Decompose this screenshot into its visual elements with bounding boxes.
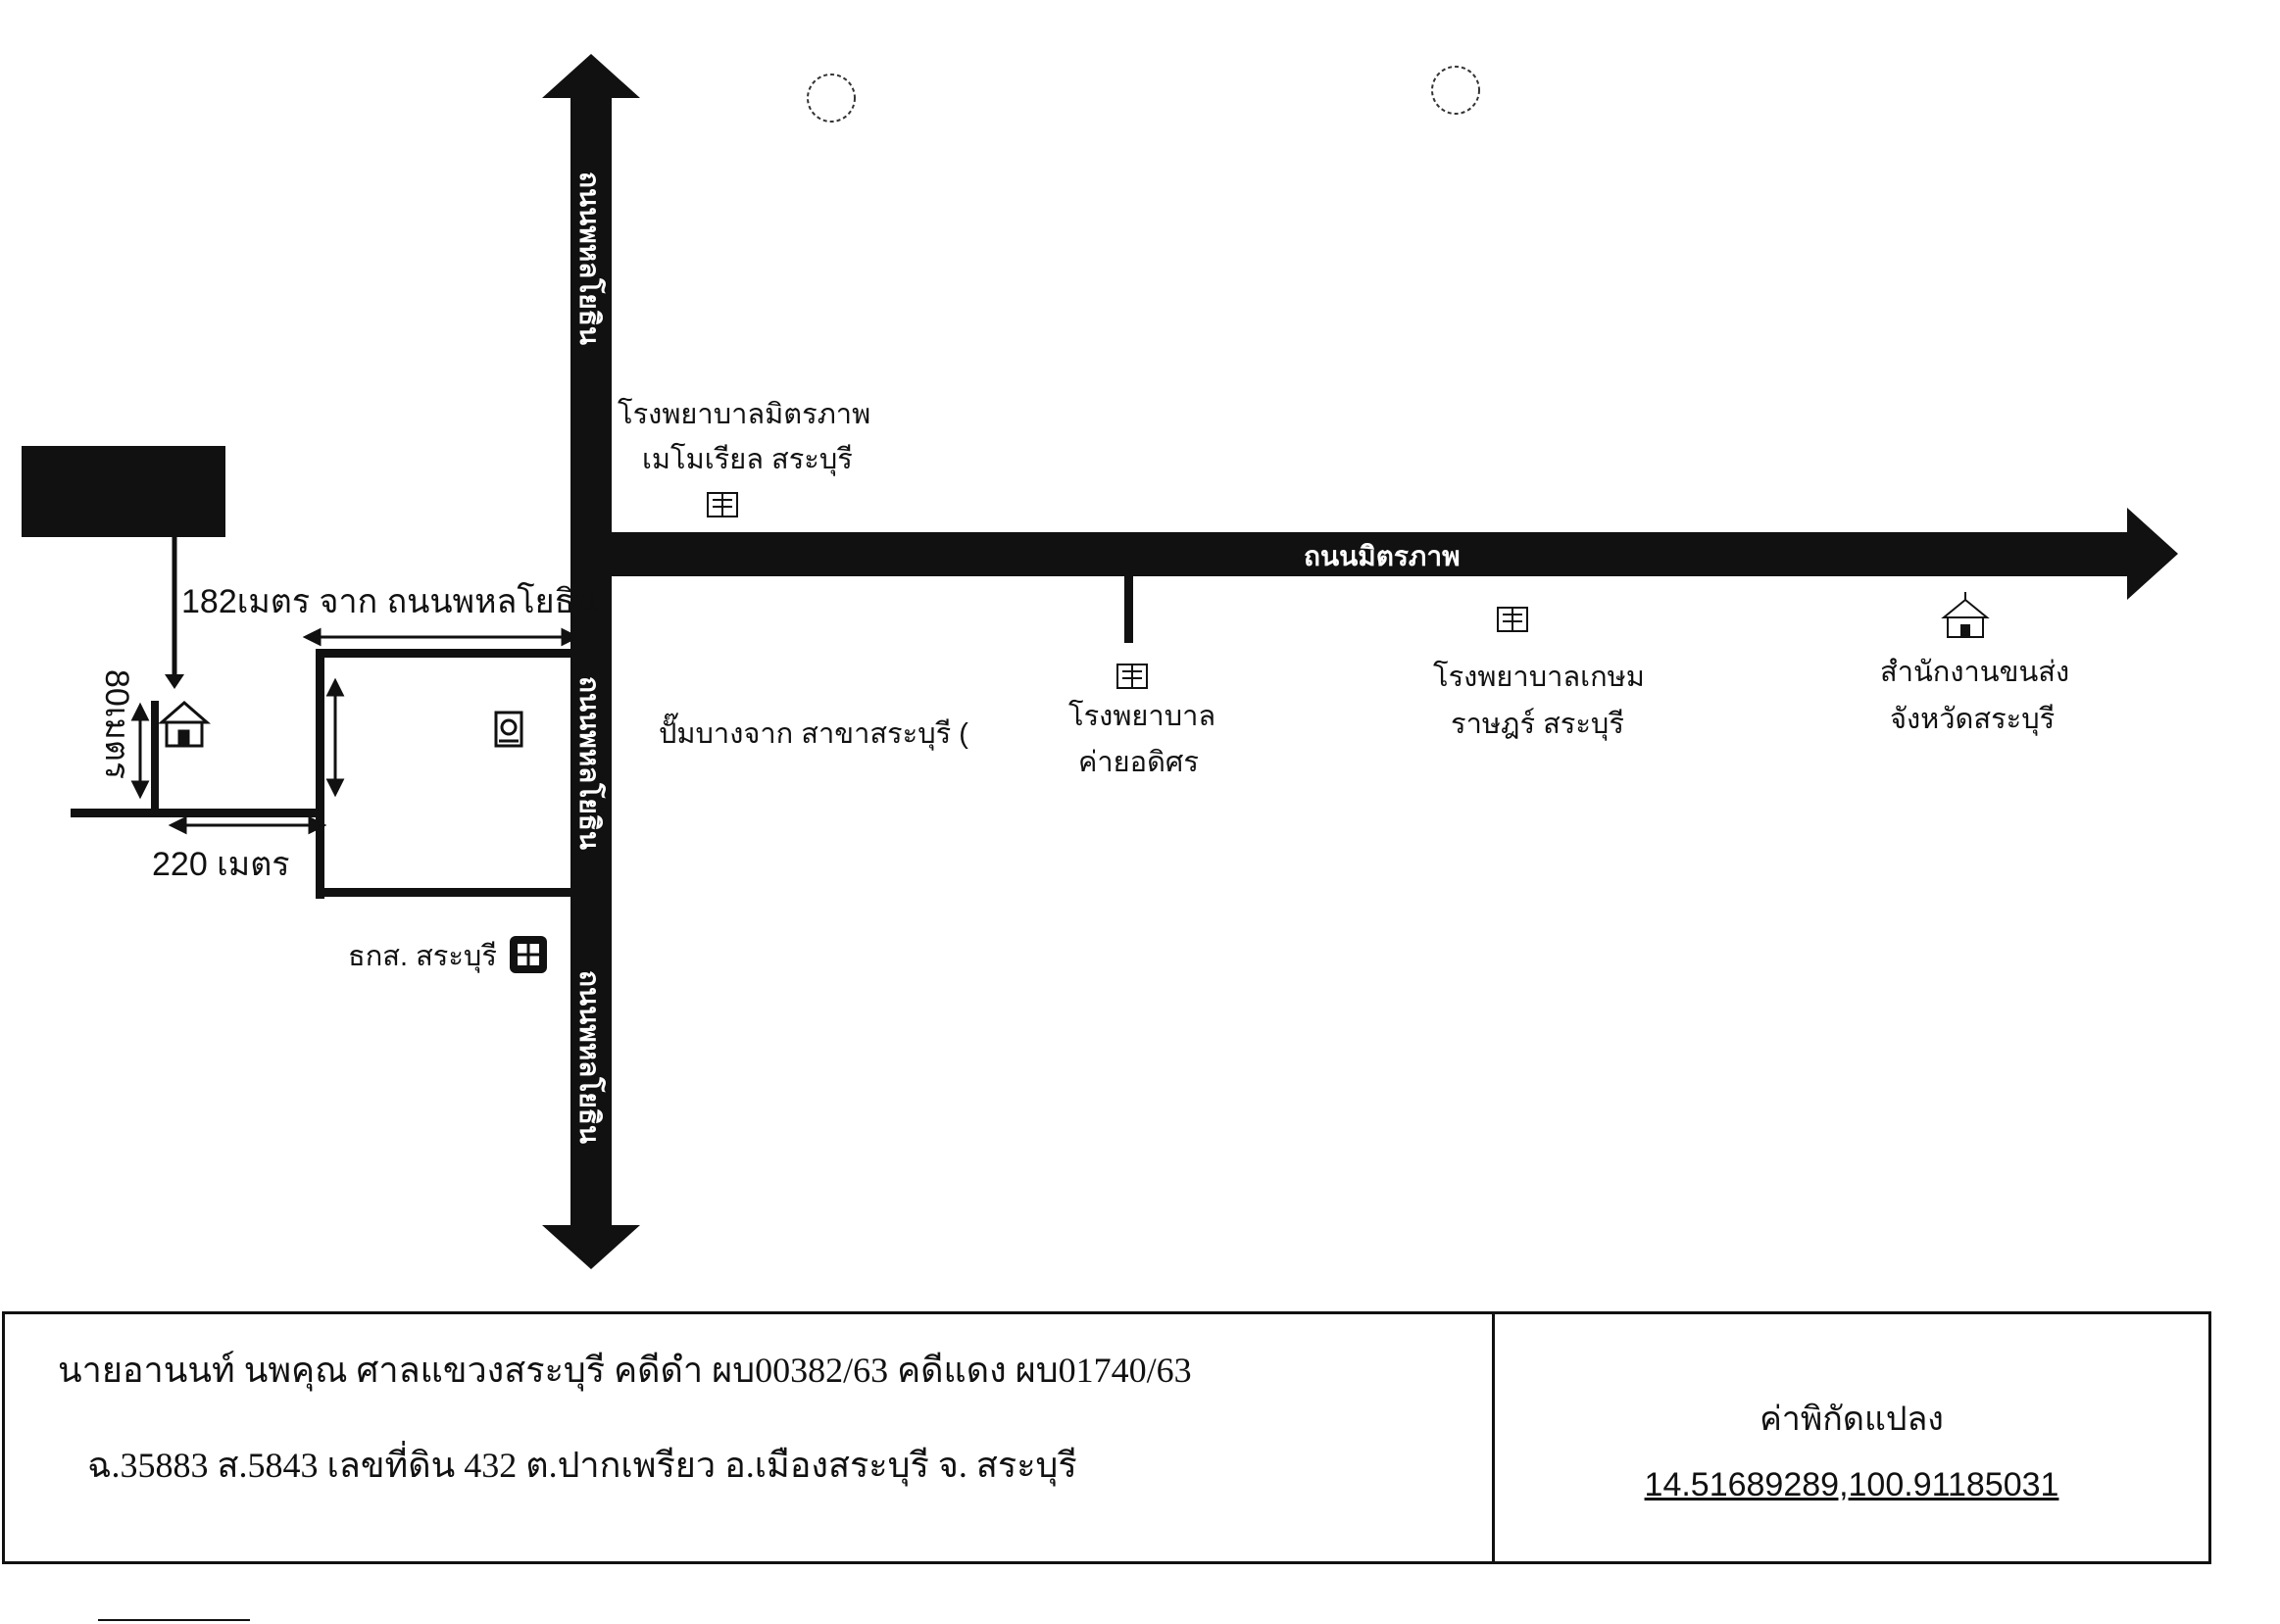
info-table: นายอานนท์ นพคุณ ศาลแขวงสระบุรี คดีดำ ผบ0… <box>2 1311 2211 1564</box>
phahonyothin-road <box>570 98 612 1225</box>
location-box-icon <box>22 446 225 537</box>
coord-cell: ค่าพิกัดแปลง 14.51689289,100.91185031 <box>1495 1314 2208 1561</box>
punch-hole-left <box>807 74 856 123</box>
coord-title: ค่าพิกัดแปลง <box>1760 1400 1944 1438</box>
distance-from-road-label: 182เมตร จาก ถนนพหลโยธิน <box>181 582 598 620</box>
case-line-2: ฉ.35883 ส.5843 เลขที่ดิน 432 ต.ปากเพรียว… <box>87 1446 1077 1485</box>
transport-office-line2: จังหวัดสระบุรี <box>1890 704 2055 736</box>
punch-hole-right <box>1431 66 1480 115</box>
building-icon <box>1116 664 1148 689</box>
dimension-lane-depth <box>325 677 345 798</box>
plot-depth-label: 80เมตร <box>98 669 135 779</box>
east-road-label: ถนนมิตรภาพ <box>1304 541 1461 571</box>
dimension-80m <box>130 702 150 800</box>
hospital-3-line1: โรงพยาบาลเกษม <box>1433 660 1645 693</box>
school-icon <box>1941 592 1990 638</box>
south-arrowhead <box>542 1225 640 1269</box>
building-icon <box>1497 607 1528 632</box>
mittraphap-road <box>591 532 2130 576</box>
house-icon <box>157 701 212 748</box>
bank-icon <box>510 936 547 973</box>
case-line-1: นายอานนท์ นพคุณ ศาลแขวงสระบุรี คดีดำ ผบ0… <box>58 1351 1192 1390</box>
south-road-lower-label: ถนนพหลโยธิน <box>574 970 607 1144</box>
access-lane-top <box>316 649 572 658</box>
north-arrowhead <box>542 54 640 98</box>
mittraphap-spur <box>1124 576 1133 643</box>
dimension-182m <box>302 627 580 647</box>
bank-label: ธกส. สระบุรี <box>348 941 497 973</box>
hospital-2-line1: โรงพยาบาล <box>1068 699 1215 732</box>
plot-lane <box>151 701 159 813</box>
gas-station-label: ปั๊มบางจาก สาขาสระบุรี ( <box>659 713 968 751</box>
gas-station-icon <box>494 711 523 748</box>
coord-value[interactable]: 14.51689289,100.91185031 <box>1644 1465 2059 1503</box>
hospital-3-line2: ราษฎร์ สระบุรี <box>1451 708 1624 741</box>
access-lane-left <box>316 649 324 899</box>
case-cell: นายอานนท์ นพคุณ ศาลแขวงสระบุรี คดีดำ ผบ0… <box>5 1314 1495 1561</box>
dimension-220m <box>168 815 327 835</box>
pointer-arrowhead <box>165 674 184 689</box>
north-road-label: ถนนพหลโยธิน <box>574 172 607 345</box>
hospital-1-line1: โรงพยาบาลมิตรภาพ <box>618 397 870 430</box>
east-arrowhead <box>2127 508 2178 600</box>
route-map: ถนนพหลโยธิน ถนนพหลโยธิน ถนนพหลโยธิน ถนนม… <box>22 54 2178 1269</box>
hospital-1-line2: เมโมเรียล สระบุรี <box>642 442 853 476</box>
side-lane <box>71 809 321 817</box>
building-icon <box>707 492 738 517</box>
footer-rule <box>98 1619 250 1621</box>
hospital-2-line2: ค่ายอดิศร <box>1078 747 1199 778</box>
lane-length-label: 220 เมตร <box>152 846 290 883</box>
south-road-upper-label: ถนนพหลโยธิน <box>574 676 607 850</box>
access-lane-bottom <box>316 888 572 897</box>
transport-office-line1: สำนักงานขนส่ง <box>1880 657 2069 688</box>
